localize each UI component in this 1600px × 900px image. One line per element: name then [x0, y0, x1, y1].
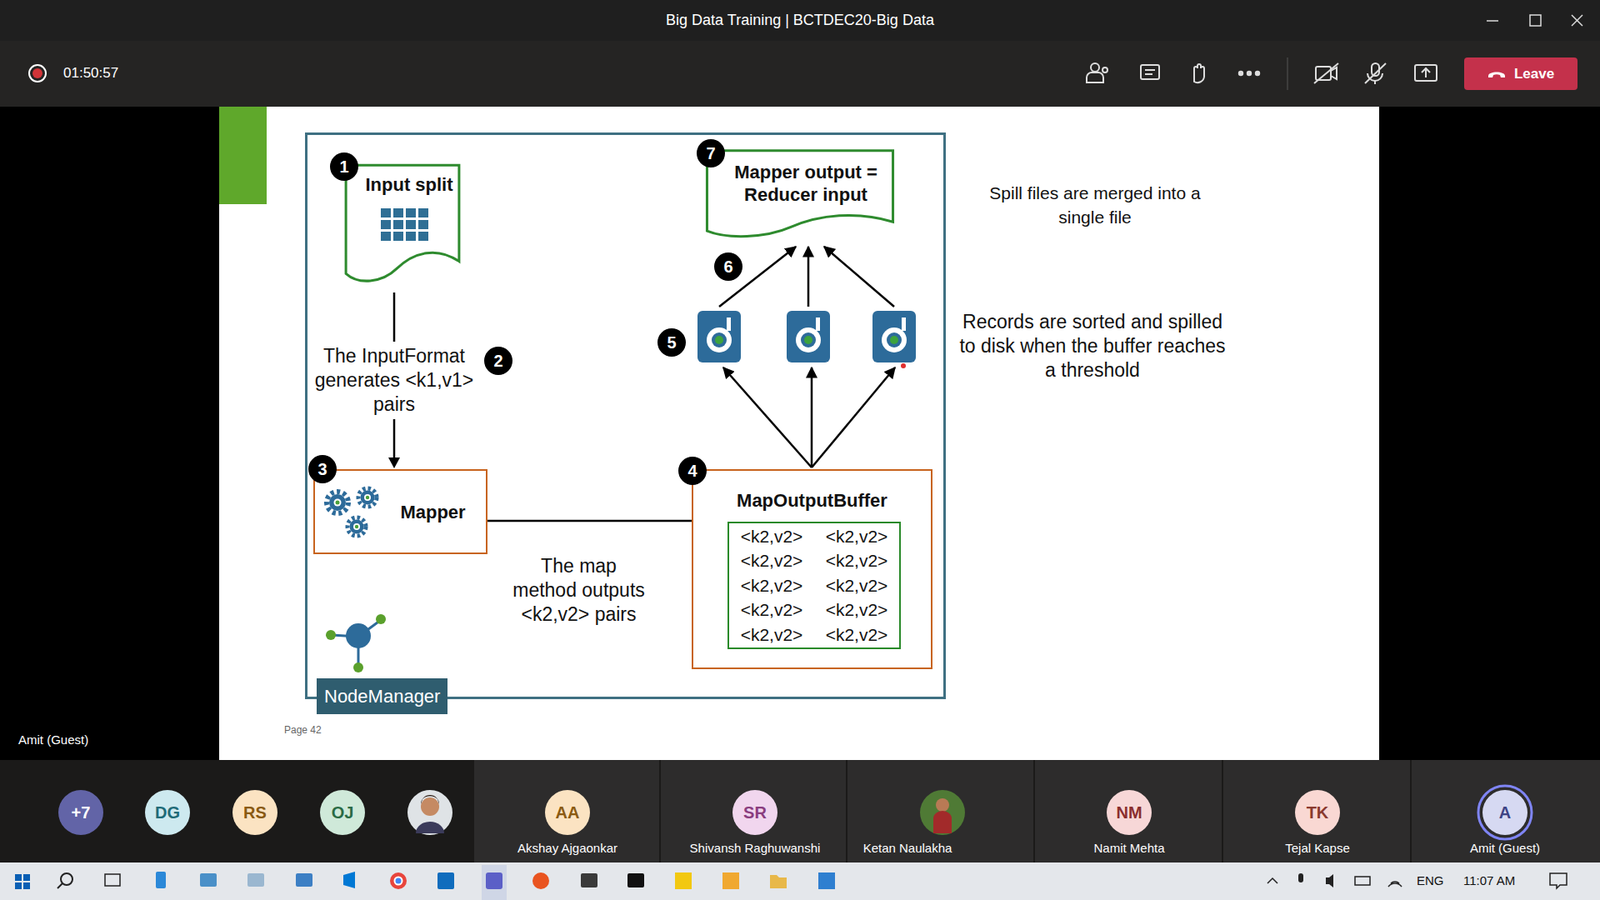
- avatar-initials: NM: [1115, 803, 1142, 823]
- note-text: Spill files are merged into a single fil…: [970, 180, 1220, 230]
- connector: [487, 520, 692, 522]
- table-cell: <k2,v2>: [814, 623, 900, 647]
- avatar-initials: A: [1499, 803, 1511, 823]
- window-title: Big Data Training | BCTDEC20-Big Data: [466, 11, 1134, 30]
- avatar-initials: OJ: [331, 803, 355, 823]
- record-table: <k2,v2><k2,v2><k2,v2><k2,v2><k2,v2><k2,v…: [727, 521, 901, 650]
- callout-number: 4: [678, 456, 707, 485]
- document-border: [706, 150, 893, 237]
- table-cell: <k2,v2>: [814, 525, 900, 549]
- participant-photo: [407, 790, 965, 835]
- table-cell: <k2,v2>: [814, 574, 900, 598]
- box-label: Mapper output = Reducer input: [722, 160, 890, 206]
- participant-name: Tejal Kapse: [1285, 840, 1350, 855]
- avatar-initials: AA: [555, 803, 580, 823]
- slide-accent-bar: [219, 106, 267, 205]
- container-tab: NodeManager: [316, 678, 448, 715]
- participant-name: Akshay Ajgaonkar: [517, 840, 618, 855]
- participant-avatar: AAAkshay Ajgaonkar: [545, 790, 590, 835]
- callout-number: 6: [714, 252, 743, 281]
- participant-avatar: +7: [58, 790, 104, 835]
- box-label: Input split: [362, 173, 456, 196]
- participant-avatar: RS: [232, 790, 278, 835]
- call-timer: 01:50:57: [63, 65, 119, 82]
- participant-avatar: DG: [145, 790, 190, 835]
- avatar-initials: RS: [243, 803, 267, 823]
- box-label: MapOutputBuffer: [693, 489, 931, 512]
- connector-line: [487, 520, 692, 523]
- edge-label: The map method outputs <k2,v2> pairs: [510, 554, 648, 627]
- table-cell: <k2,v2>: [729, 623, 815, 647]
- toolbar: [0, 40, 1600, 107]
- participant-avatar: AAmit (Guest): [1482, 790, 1528, 835]
- window-controls: [1486, 15, 1583, 26]
- clock: 11:07 AM: [1463, 873, 1515, 888]
- spill-arrows: [719, 246, 895, 468]
- participant-avatar: SRShivansh Raghuwanshi: [732, 790, 778, 835]
- callout-number: 7: [696, 139, 725, 168]
- participant-avatar: OJ: [320, 790, 365, 835]
- avatar-initials: SR: [743, 803, 767, 823]
- avatar-initials: DG: [155, 803, 180, 823]
- active-speaker-ring: [1478, 785, 1532, 840]
- table-cell: <k2,v2>: [729, 574, 815, 598]
- table-cell: <k2,v2>: [729, 525, 815, 549]
- taskbar-icons: [15, 865, 1567, 900]
- document-border: [345, 165, 460, 281]
- taskbar: [0, 862, 1600, 900]
- phone-icon: [1487, 69, 1506, 80]
- avatar-initials: TK: [1306, 803, 1330, 823]
- phone-shape: [1488, 71, 1505, 78]
- document-shape: Mapper output = Reducer input: [704, 149, 896, 240]
- input-split-grid-icon: [380, 208, 429, 241]
- spill-disk: [697, 310, 916, 369]
- table-cell: <k2,v2>: [729, 549, 815, 573]
- table-cell: <k2,v2>: [814, 549, 900, 573]
- recording-dot: [29, 65, 46, 82]
- participant-avatar: NMNamit Mehta: [1106, 790, 1152, 835]
- participant-name: Amit (Guest): [1470, 840, 1540, 855]
- nodemanager-icon: [325, 614, 386, 673]
- avatar-initials: +7: [71, 803, 91, 823]
- callout-number: 3: [308, 455, 337, 484]
- leave-button: Leave: [1464, 57, 1578, 90]
- process-box: Mapper: [313, 469, 488, 555]
- document-shape: Input split: [344, 163, 461, 286]
- participant-name: Shivansh Raghuwanshi: [690, 840, 821, 855]
- page-number: Page 42: [284, 724, 322, 736]
- participant-name: Ketan Naulakha: [849, 840, 966, 855]
- gear-icon: [326, 488, 377, 536]
- language-indicator: ENG: [1416, 873, 1445, 888]
- callout-number: 5: [657, 328, 686, 357]
- edge-label: The InputFormat generates <k1,v1> pairs: [309, 341, 480, 420]
- arrowhead: [388, 457, 400, 469]
- note-text: Records are sorted and spilled to disk w…: [959, 310, 1226, 383]
- participant-name: Namit Mehta: [1093, 840, 1165, 855]
- presenter-name: Amit (Guest): [18, 732, 89, 747]
- table-cell: <k2,v2>: [814, 598, 900, 622]
- callout-number: 2: [484, 346, 513, 375]
- participant-avatar: TKTejal Kapse: [1295, 790, 1340, 835]
- box-label: Mapper: [385, 500, 481, 524]
- callout-number: 1: [330, 152, 359, 181]
- table-cell: <k2,v2>: [729, 598, 815, 622]
- buffer-box: MapOutputBuffer<k2,v2><k2,v2><k2,v2><k2,…: [691, 469, 933, 670]
- toolbar-icons: [1086, 57, 1437, 90]
- button-label: Leave: [1514, 65, 1555, 83]
